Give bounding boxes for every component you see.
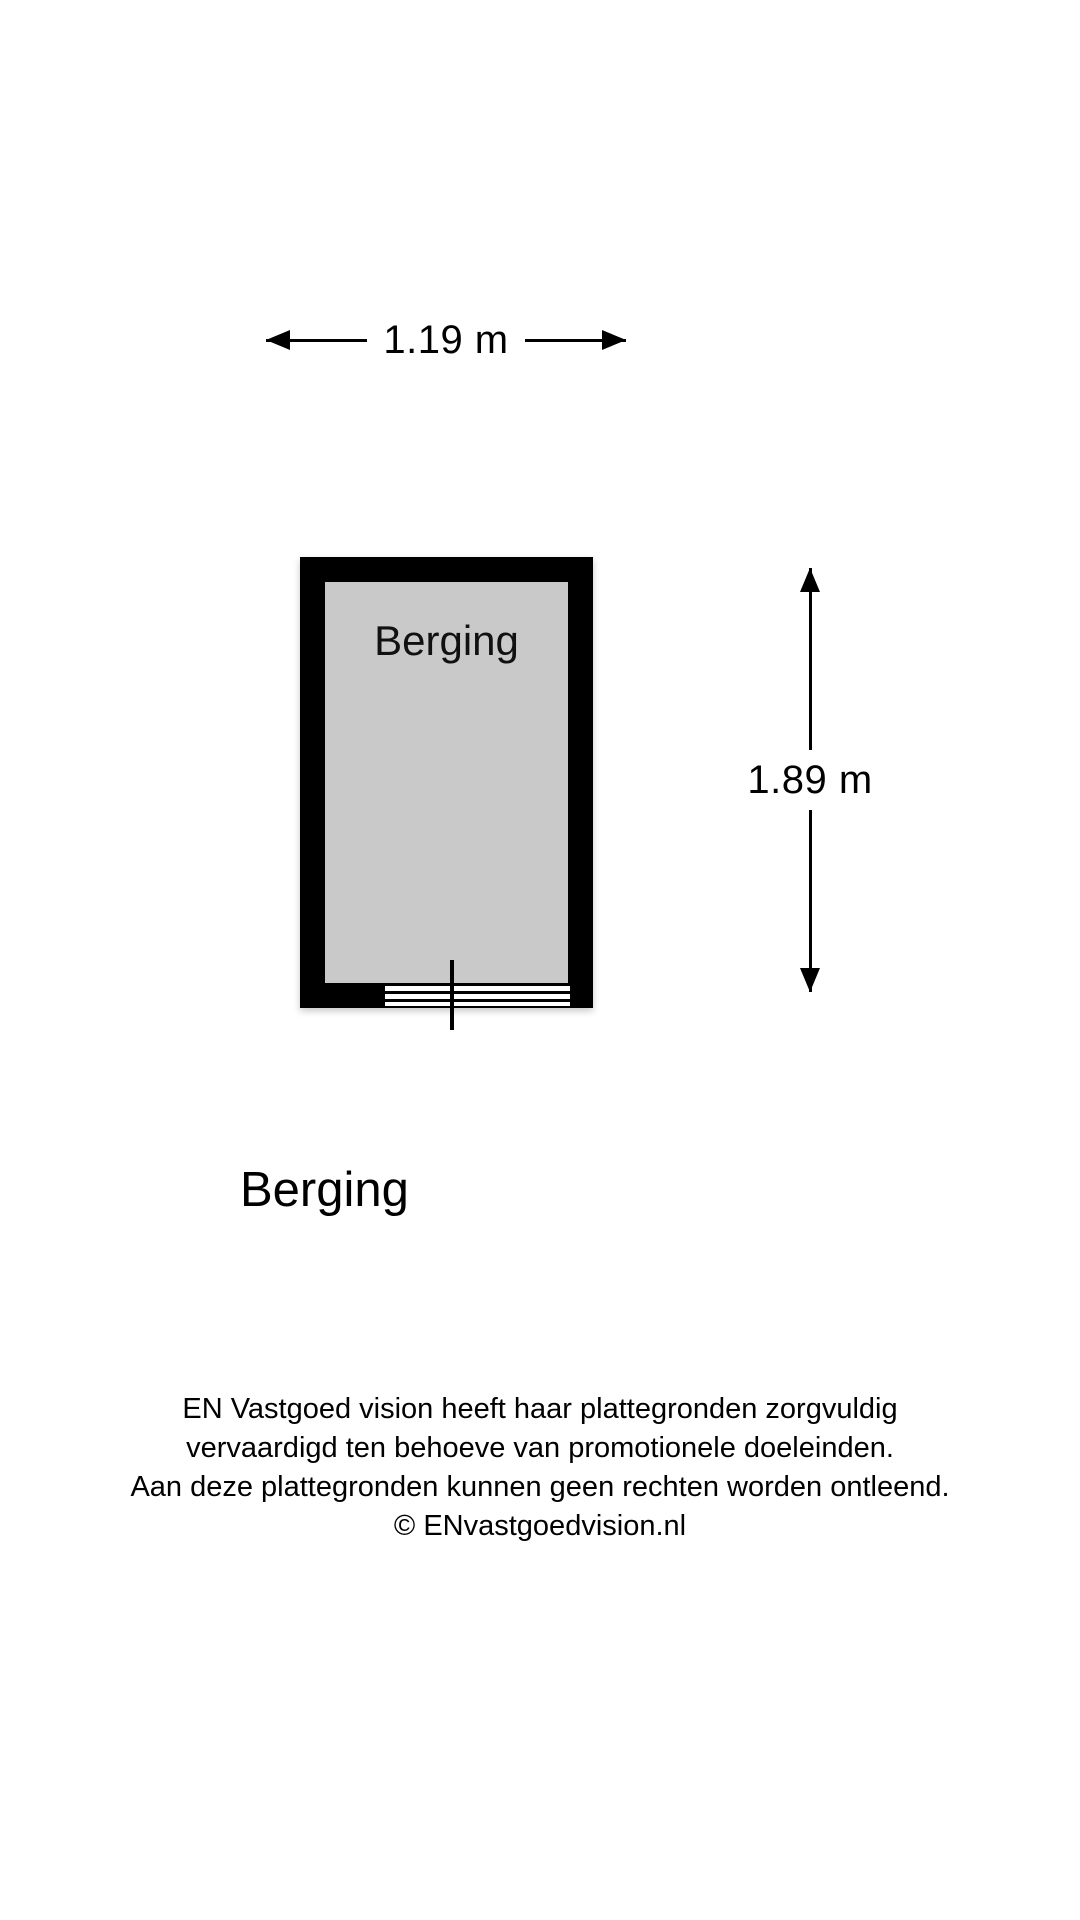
window-pane-gap bbox=[385, 986, 570, 991]
window-pane-gap bbox=[385, 1002, 570, 1006]
arrow-up-icon bbox=[800, 568, 820, 592]
height-dimension-label: 1.89 m bbox=[743, 750, 877, 810]
window-pane-gap bbox=[385, 994, 570, 999]
window-icon bbox=[385, 983, 570, 1008]
footer-disclaimer: EN Vastgoed vision heeft haar plattegron… bbox=[0, 1390, 1080, 1546]
footer-line-1: EN Vastgoed vision heeft haar plattegron… bbox=[182, 1393, 898, 1425]
footer-line-2: vervaardigd ten behoeve van promotionele… bbox=[186, 1432, 894, 1464]
room-interior: Berging bbox=[325, 582, 568, 983]
arrow-right-icon bbox=[602, 330, 626, 350]
width-dimension-label: 1.19 m bbox=[367, 320, 525, 360]
arrow-left-icon bbox=[266, 330, 290, 350]
window-center-tick-icon bbox=[450, 960, 454, 1030]
footer-line-3: Aan deze plattegronden kunnen geen recht… bbox=[130, 1471, 950, 1503]
room-berging: Berging bbox=[300, 557, 593, 1008]
height-dimension: 1.89 m bbox=[743, 568, 877, 992]
room-label: Berging bbox=[374, 617, 519, 664]
footer-line-4: © ENvastgoedvision.nl bbox=[393, 1510, 687, 1542]
width-dimension: 1.19 m bbox=[266, 312, 626, 368]
arrow-down-icon bbox=[800, 968, 820, 992]
plan-title: Berging bbox=[240, 1163, 409, 1217]
